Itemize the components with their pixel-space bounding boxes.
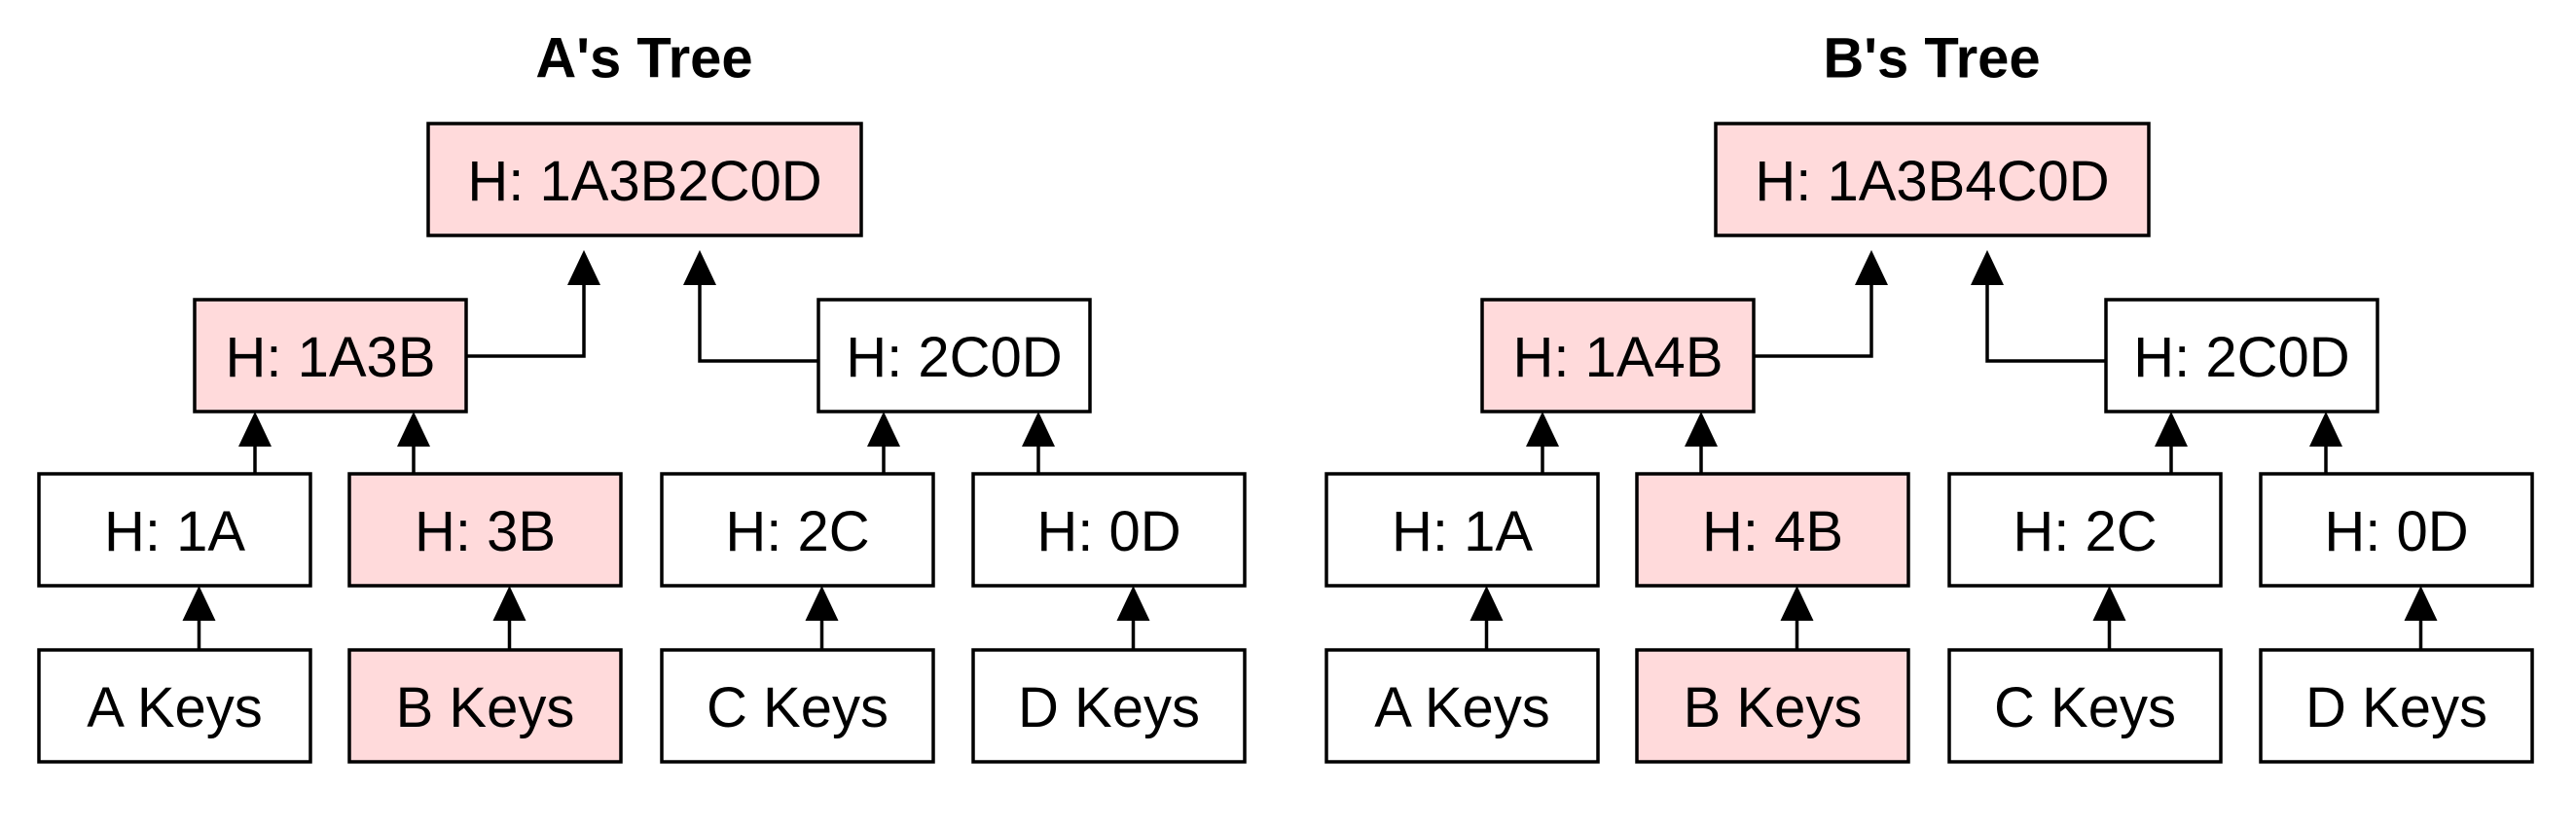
- tree-b-keys-2-box: [1947, 648, 2223, 764]
- tree-a-keys-3-box: [971, 648, 1247, 764]
- tree-a-root-hash-box: [426, 122, 863, 237]
- tree-b-leaf-hash-2-label: H: 2C: [2013, 500, 2157, 563]
- tree-a-title: A's Tree: [535, 27, 752, 90]
- tree-a-mid-hash-0: H: 1A3B: [193, 298, 468, 414]
- tree-a-hash-arrow-2-arrowhead: [867, 412, 900, 447]
- tree-b-mid-hash-0-label: H: 1A4B: [1513, 326, 1723, 389]
- tree-b-mid-right-arrow-arrowhead: [1971, 250, 2004, 285]
- tree-b-root-hash-box: [1714, 122, 2151, 237]
- tree-b-leaf-hash-0-box: [1324, 472, 1600, 588]
- tree-b-keys-0-label: A Keys: [1374, 676, 1550, 739]
- tree-a-mid-hash-1-label: H: 2C0D: [846, 326, 1062, 389]
- tree-a-leaf-hash-0-label: H: 1A: [104, 500, 245, 563]
- tree-b-keys-0-box: [1324, 648, 1600, 764]
- tree-b-key-arrow-3-arrowhead: [2404, 586, 2438, 621]
- tree-b-keys-1-label: B Keys: [1684, 676, 1863, 739]
- tree-a-mid-hash-1-box: [816, 298, 1092, 414]
- tree-a-leaf-hash-1-box: [347, 472, 623, 588]
- tree-a-mid-right-arrow-arrowhead: [683, 250, 716, 285]
- tree-a-root-hash: H: 1A3B2C0D: [426, 122, 863, 237]
- tree-a-leaf-hash-1: H: 3B: [347, 472, 623, 588]
- tree-a-leaf-hash-2-label: H: 2C: [725, 500, 869, 563]
- tree-a-leaf-hash-1-label: H: 3B: [415, 500, 556, 563]
- tree-b-mid-right-arrow-line: [1985, 283, 2106, 363]
- tree-b-keys-1-box: [1635, 648, 1910, 764]
- tree-b-mid-hash-1: H: 2C0D: [2104, 298, 2379, 414]
- tree-a-mid-hash-0-label: H: 1A3B: [226, 326, 436, 389]
- tree-b-key-arrow-2-arrowhead: [2092, 586, 2126, 621]
- tree-a-leaf-hash-3-label: H: 0D: [1036, 500, 1180, 563]
- tree-a-keys-1: B Keys: [347, 648, 623, 764]
- tree-a-mid-hash-0-box: [193, 298, 468, 414]
- tree-b-hash-arrow-0-arrowhead: [1526, 412, 1559, 447]
- tree-a-keys-1-label: B Keys: [396, 676, 575, 739]
- tree-b-keys-3-box: [2259, 648, 2534, 764]
- tree-b-key-arrow-0-arrowhead: [1469, 586, 1504, 621]
- tree-b-root-hash: H: 1A3B4C0D: [1714, 122, 2151, 237]
- tree-b-mid-left-arrow-line: [1754, 283, 1873, 358]
- tree-a-leaf-hash-0-box: [37, 472, 312, 588]
- tree-b-keys-3: D Keys: [2259, 648, 2534, 764]
- tree-b-leaf-hash-0: H: 1A: [1324, 472, 1600, 588]
- tree-a-keys-0: A Keys: [37, 648, 312, 764]
- tree-a-hash-arrow-0-arrowhead: [238, 412, 272, 447]
- tree-b-keys-3-label: D Keys: [2305, 676, 2487, 739]
- tree-a-key-arrow-0-arrowhead: [182, 586, 216, 621]
- tree-a-keys-0-label: A Keys: [87, 676, 263, 739]
- tree-a-key-arrow-2-arrowhead: [805, 586, 839, 621]
- tree-a-hash-arrow-3-arrowhead: [1022, 412, 1055, 447]
- tree-a-mid-right-arrow-line: [698, 283, 818, 363]
- tree-a-leaf-hash-2: H: 2C: [660, 472, 935, 588]
- tree-a-keys-3: D Keys: [971, 648, 1247, 764]
- tree-b-leaf-hash-1: H: 4B: [1635, 472, 1910, 588]
- tree-b-leaf-hash-2-box: [1947, 472, 2223, 588]
- tree-b-hash-arrow-2-arrowhead: [2155, 412, 2188, 447]
- tree-a-keys-1-box: [347, 648, 623, 764]
- tree-a-hash-arrow-1-arrowhead: [397, 412, 430, 447]
- tree-a-leaf-hash-2-box: [660, 472, 935, 588]
- tree-a-leaf-hash-3: H: 0D: [971, 472, 1247, 588]
- tree-b-leaf-hash-3-box: [2259, 472, 2534, 588]
- tree-b-leaf-hash-1-label: H: 4B: [1702, 500, 1843, 563]
- tree-a-leaf-hash-0: H: 1A: [37, 472, 312, 588]
- tree-a-keys-3-label: D Keys: [1018, 676, 1200, 739]
- tree-b-keys-0: A Keys: [1324, 648, 1600, 764]
- tree-a-root-hash-label: H: 1A3B2C0D: [467, 150, 821, 213]
- tree-b-leaf-hash-1-box: [1635, 472, 1910, 588]
- tree-a-keys-0-box: [37, 648, 312, 764]
- tree-b-mid-left-arrow-arrowhead: [1855, 250, 1888, 285]
- tree-a-mid-left-arrow-line: [466, 283, 586, 358]
- tree-a-mid-left-arrow-arrowhead: [567, 250, 600, 285]
- tree-a-keys-2-box: [660, 648, 935, 764]
- tree-b-leaf-hash-3-label: H: 0D: [2324, 500, 2468, 563]
- tree-b-title: B's Tree: [1823, 27, 2040, 90]
- tree-a-mid-hash-1: H: 2C0D: [816, 298, 1092, 414]
- tree-b-keys-1: B Keys: [1635, 648, 1910, 764]
- tree-b-leaf-hash-3: H: 0D: [2259, 472, 2534, 588]
- tree-b-key-arrow-1-arrowhead: [1780, 586, 1814, 621]
- tree-a-keys-2-label: C Keys: [707, 676, 889, 739]
- tree-b-hash-arrow-3-arrowhead: [2309, 412, 2342, 447]
- tree-b-mid-hash-0-box: [1480, 298, 1756, 414]
- tree-b-leaf-hash-0-label: H: 1A: [1392, 500, 1533, 563]
- tree-a-key-arrow-3-arrowhead: [1116, 586, 1150, 621]
- tree-b-mid-hash-1-label: H: 2C0D: [2133, 326, 2349, 389]
- tree-b-mid-hash-0: H: 1A4B: [1480, 298, 1756, 414]
- tree-a-keys-2: C Keys: [660, 648, 935, 764]
- tree-a-leaf-hash-3-box: [971, 472, 1247, 588]
- tree-b-mid-hash-1-box: [2104, 298, 2379, 414]
- tree-a-key-arrow-1-arrowhead: [492, 586, 526, 621]
- tree-b-keys-2: C Keys: [1947, 648, 2223, 764]
- tree-b-hash-arrow-1-arrowhead: [1685, 412, 1718, 447]
- tree-b-root-hash-label: H: 1A3B4C0D: [1755, 150, 2109, 213]
- tree-b-leaf-hash-2: H: 2C: [1947, 472, 2223, 588]
- tree-b-keys-2-label: C Keys: [1994, 676, 2176, 739]
